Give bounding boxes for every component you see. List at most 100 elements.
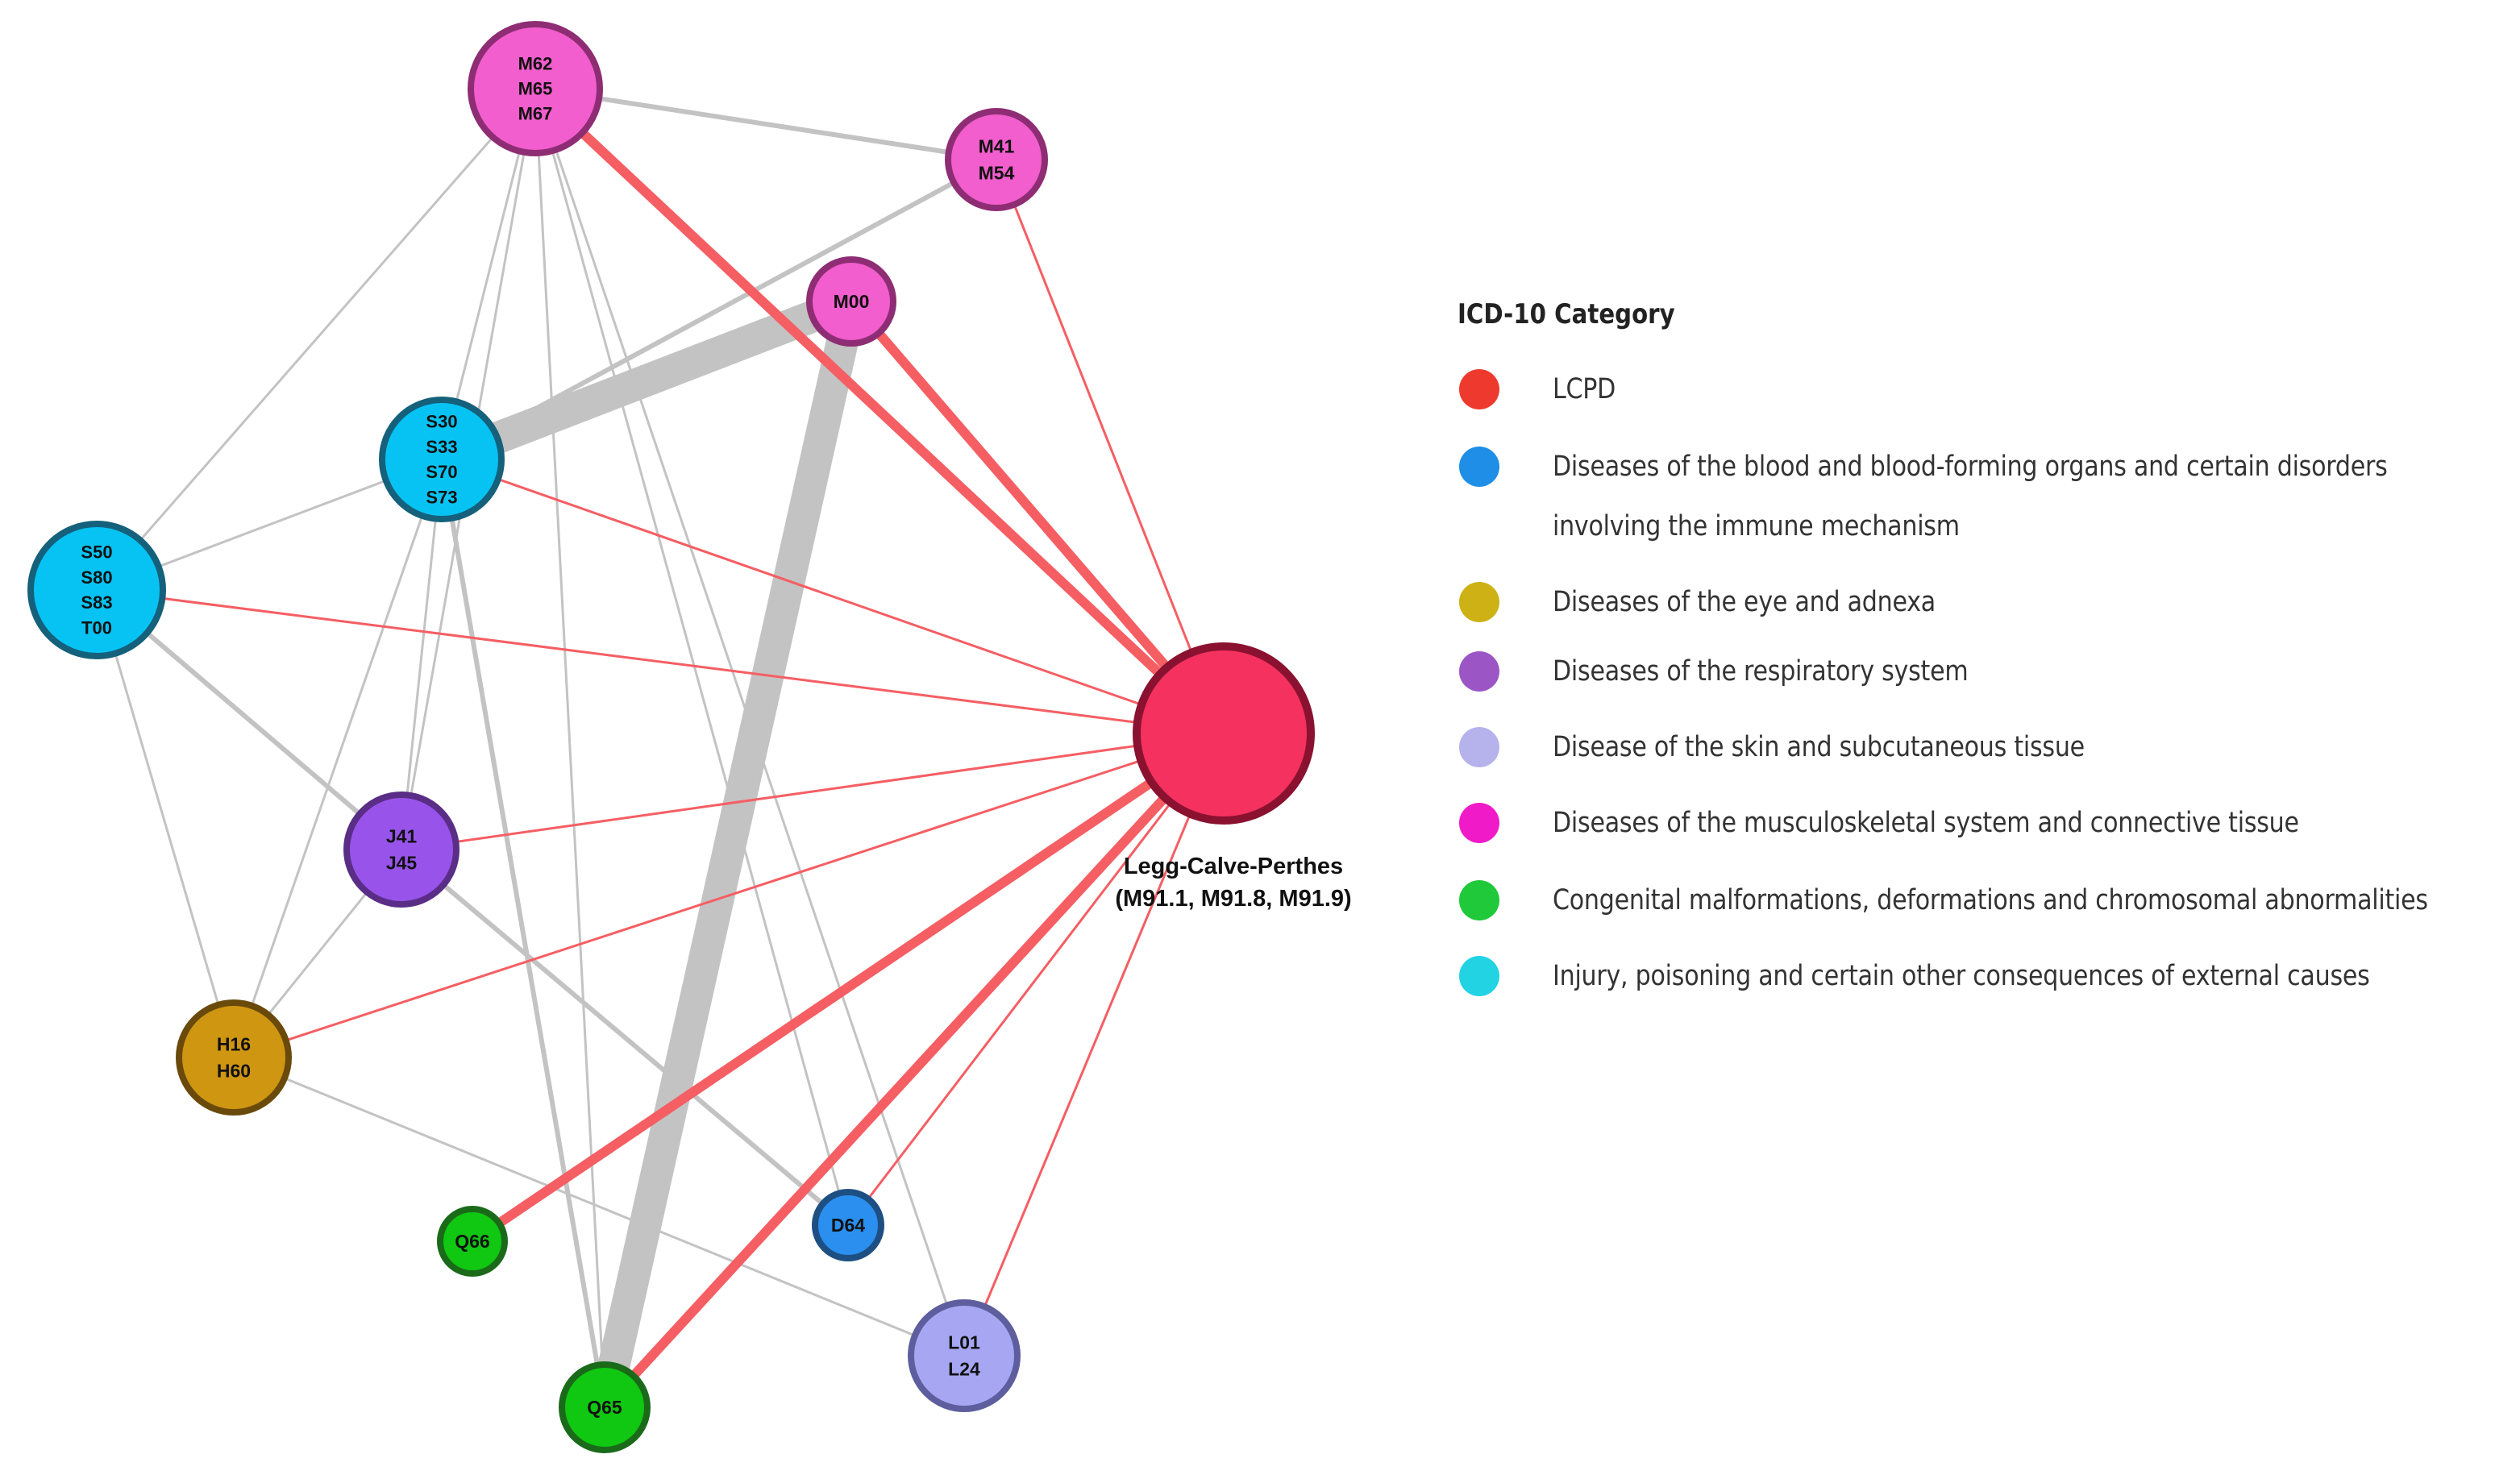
node-circle-j41 (343, 792, 460, 908)
legend-label-line: Diseases of the blood and blood-forming … (1553, 451, 2388, 483)
legend-dot-blood (1459, 447, 1499, 487)
node-code-label: S83 (81, 592, 112, 613)
legend-label-congenital: Congenital malformations, deformations a… (1553, 870, 2428, 930)
edge-h16-lcpd (232, 732, 1225, 1059)
node-code-label: L01 (948, 1332, 980, 1353)
edge-s50-h16 (95, 588, 235, 1059)
lcpd-node-codes: (M91.1, M91.8, M91.9) (1115, 886, 1351, 912)
node-code-label: H60 (217, 1060, 251, 1081)
node-code-label: Q66 (455, 1231, 489, 1252)
edge-m62-m41 (533, 86, 999, 162)
edge-m41-s30 (439, 157, 999, 462)
legend-item-congenital: Congenital malformations, deformations a… (1451, 870, 2515, 930)
legend-label-line: involving the immune mechanism (1553, 510, 1960, 542)
legend-label-blood: Diseases of the blood and blood-forming … (1553, 437, 2388, 556)
node-q65: Q65 (559, 1361, 651, 1453)
node-circle-m62 (468, 21, 603, 156)
legend-label-line: LCPD (1553, 373, 1616, 405)
node-code-label: S80 (81, 567, 112, 588)
node-code-label: S70 (426, 462, 457, 482)
legend-dot-skin (1459, 727, 1499, 767)
edge-m62-s50 (95, 87, 537, 592)
node-code-label: H16 (217, 1034, 251, 1055)
node-code-label: S33 (426, 437, 457, 457)
node-code-label: M65 (518, 79, 553, 99)
edge-j41-d64 (399, 847, 850, 1228)
node-code-label: M67 (518, 104, 553, 124)
nodes-group: M62M65M67M41M54M00S30S33S70S73S50S80S83T… (27, 21, 1048, 1453)
legend-item-eye: Diseases of the eye and adnexa (1451, 572, 2515, 632)
legend-item-injury: Injury, poisoning and certain other cons… (1451, 946, 2515, 1006)
edge-m62-l01 (534, 87, 966, 1357)
edge-m41-lcpd (995, 158, 1225, 735)
legend-label-skin: Disease of the skin and subcutaneous tis… (1553, 717, 2085, 777)
edge-m00-lcpd (846, 297, 1229, 738)
edge-j41-lcpd (400, 732, 1225, 851)
node-circle-m41 (945, 108, 1048, 211)
legend-label-injury: Injury, poisoning and certain other cons… (1553, 946, 2370, 1006)
node-code-label: Q65 (587, 1397, 622, 1418)
edge-h16-l01 (232, 1056, 966, 1357)
legend-label-respiratory: Diseases of the respiratory system (1553, 642, 1969, 701)
legend-dot-musculoskeletal (1459, 803, 1499, 843)
node-d64: D64 (812, 1189, 884, 1261)
edge-q65-lcpd (600, 729, 1229, 1412)
edge-d64-lcpd (846, 732, 1225, 1227)
edge-l01-lcpd (963, 732, 1225, 1357)
legend-dot-congenital (1459, 880, 1499, 920)
node-circle-l01 (908, 1299, 1021, 1412)
edge-q66-lcpd (468, 729, 1229, 1246)
node-code-label: L24 (948, 1358, 980, 1379)
edge-m62-d64 (534, 87, 850, 1227)
edge-s30-lcpd (440, 458, 1225, 735)
legend-label-line: Congenital malformations, deformations a… (1553, 884, 2428, 916)
edge-m62-lcpd (530, 84, 1229, 738)
legend-dot-injury (1459, 956, 1499, 996)
legend-dot-lcpd (1459, 369, 1499, 409)
node-code-label: T00 (81, 617, 112, 638)
node-m00: M00 (806, 256, 896, 347)
legend-label-line: Disease of the skin and subcutaneous tis… (1553, 731, 2085, 763)
legend-dot-eye (1459, 582, 1499, 622)
legend-label-eye: Diseases of the eye and adnexa (1553, 572, 1936, 632)
edge-m00-s30 (426, 285, 867, 476)
legend-dot-respiratory (1459, 651, 1499, 692)
node-code-label: M62 (518, 53, 553, 73)
node-circle-q65 (559, 1361, 651, 1453)
node-circle-q66 (437, 1206, 508, 1277)
legend-label-line: Diseases of the respiratory system (1553, 655, 1969, 688)
legend-item-musculoskeletal: Diseases of the musculoskeletal system a… (1451, 793, 2515, 853)
legend-item-skin: Disease of the skin and subcutaneous tis… (1451, 717, 2515, 777)
legend-item-respiratory: Diseases of the respiratory system (1451, 642, 2515, 701)
edge-s30-h16 (232, 458, 443, 1059)
legend-label-line: Diseases of the eye and adnexa (1553, 586, 1936, 618)
edge-s30-j41 (400, 458, 443, 851)
node-code-label: M41 (979, 136, 1015, 157)
legend-item-blood: Diseases of the blood and blood-forming … (1451, 437, 2515, 556)
lcpd-node-name: Legg-Calve-Perthes (1124, 854, 1343, 879)
legend-item-lcpd: LCPD (1451, 359, 2515, 419)
lcpd-node-group: Legg-Calve-Perthes (M91.1, M91.8, M91.9) (1115, 642, 1352, 912)
node-code-label: S50 (81, 542, 112, 563)
node-code-label: M54 (979, 162, 1015, 183)
edges-to-lcpd-group (95, 84, 1229, 1412)
node-circle-h16 (176, 999, 292, 1116)
node-circle-m00 (806, 256, 896, 347)
node-code-label: J41 (386, 826, 418, 847)
edge-q65-m62 (534, 87, 606, 1409)
node-code-label: M00 (834, 291, 870, 312)
node-code-label: S73 (426, 487, 457, 507)
node-code-label: J45 (386, 852, 418, 873)
node-q66: Q66 (437, 1206, 508, 1277)
node-code-label: S30 (426, 412, 457, 432)
legend-label-musculoskeletal: Diseases of the musculoskeletal system a… (1553, 793, 2299, 853)
lcpd-node (1133, 642, 1315, 825)
node-circle-d64 (812, 1189, 884, 1261)
